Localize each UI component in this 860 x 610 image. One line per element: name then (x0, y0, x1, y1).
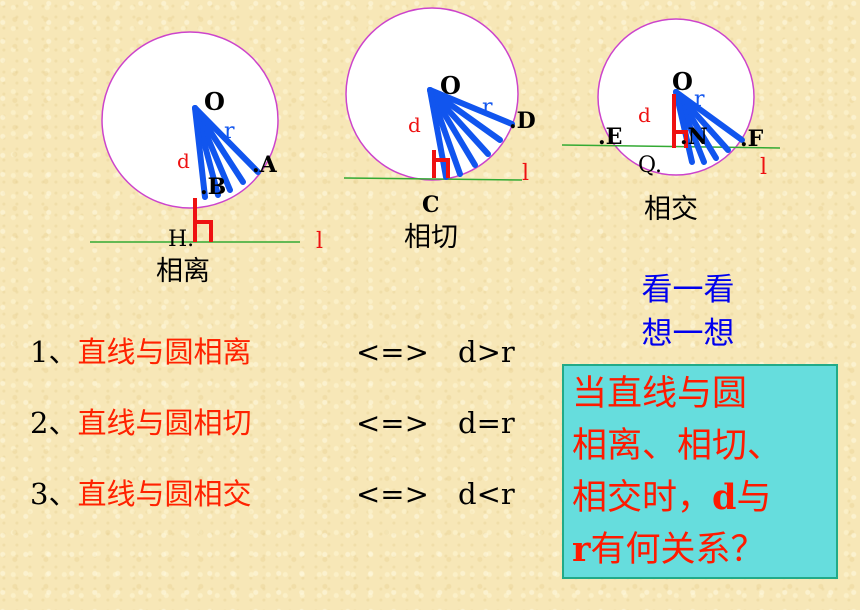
relation-text: 直线与圆相离 (77, 335, 252, 369)
right-angle-mark-separate (195, 220, 213, 242)
relation-row-intersect: 3、直线与圆相交 <=> d<r (30, 474, 515, 514)
question-var-d: d (712, 477, 737, 518)
diagram-intersect: O r d .E .N .F Q. l 相交 (561, 18, 781, 225)
relation-number: 1、 (30, 335, 78, 369)
label-o-separate: O (204, 87, 225, 116)
relation-condition: d>r (458, 335, 515, 369)
label-f: .F (740, 126, 764, 152)
label-a: .A (252, 152, 278, 178)
relation-text: 直线与圆相切 (77, 406, 252, 440)
relation-arrow: <=> (356, 406, 429, 440)
label-l-intersect: l (760, 155, 767, 180)
circle-separate (101, 31, 279, 209)
look-text: 看一看 (641, 272, 735, 308)
question-text: 与 (736, 478, 772, 518)
label-l-tangent: l (522, 161, 529, 186)
relation-arrow: <=> (356, 477, 429, 511)
label-n: .N (680, 124, 708, 150)
relation-row-tangent: 2、直线与圆相切 <=> d=r (30, 403, 515, 443)
right-angle-mark-tangent (434, 158, 450, 178)
question-box: 当直线与圆 相离、相切、 相交时，d与 r有何关系？ (562, 364, 838, 579)
label-c: C (422, 192, 440, 218)
relation-row-separate: 1、直线与圆相离 <=> d>r (30, 332, 515, 372)
label-d-separate: d (177, 149, 190, 173)
diagram-tangent: O r d .D C l 相切 (343, 7, 536, 253)
question-var-r: r (572, 529, 591, 570)
label-b: .B (200, 174, 226, 200)
relation-condition: d=r (458, 406, 515, 440)
label-o-intersect: O (672, 67, 693, 96)
label-d-tangent: d (408, 113, 421, 137)
think-text: 想一想 (641, 316, 735, 352)
question-text: 相交时， (572, 478, 713, 518)
label-q: Q. (638, 153, 662, 178)
relation-text: 直线与圆相交 (77, 477, 252, 511)
relation-condition: d<r (458, 477, 515, 511)
question-line-4: r有何关系？ (572, 524, 836, 576)
line-l-intersect (561, 144, 781, 149)
label-l-separate: l (316, 229, 323, 254)
caption-tangent: 相切 (404, 222, 458, 253)
label-o-tangent: O (440, 71, 461, 100)
label-e: .E (598, 124, 622, 150)
question-line-3: 相交时，d与 (572, 472, 836, 524)
label-d-intersect: d (638, 103, 651, 127)
radius-fan-separate (192, 105, 261, 200)
label-r-intersect: r (694, 87, 705, 112)
right-angle-mark-intersect (674, 130, 688, 148)
relation-number: 3、 (30, 477, 78, 511)
label-h: H. (168, 227, 194, 252)
relation-arrow: <=> (356, 335, 429, 369)
label-r-separate: r (224, 119, 235, 144)
label-r-tangent: r (482, 95, 493, 120)
question-line-1: 当直线与圆 (572, 374, 748, 414)
radius-fan-intersect (673, 89, 745, 165)
question-text: 有何关系？ (590, 530, 766, 570)
radius-fan-tangent (427, 87, 515, 180)
diagram-separate: O r d .A .B H. l 相离 (90, 31, 323, 287)
label-d-point: .D (509, 108, 536, 134)
relation-number: 2、 (30, 406, 78, 440)
caption-intersect: 相交 (644, 194, 698, 225)
line-l-tangent (343, 177, 523, 181)
question-line-2: 相离、相切、 (572, 426, 783, 466)
caption-separate: 相离 (156, 256, 210, 287)
